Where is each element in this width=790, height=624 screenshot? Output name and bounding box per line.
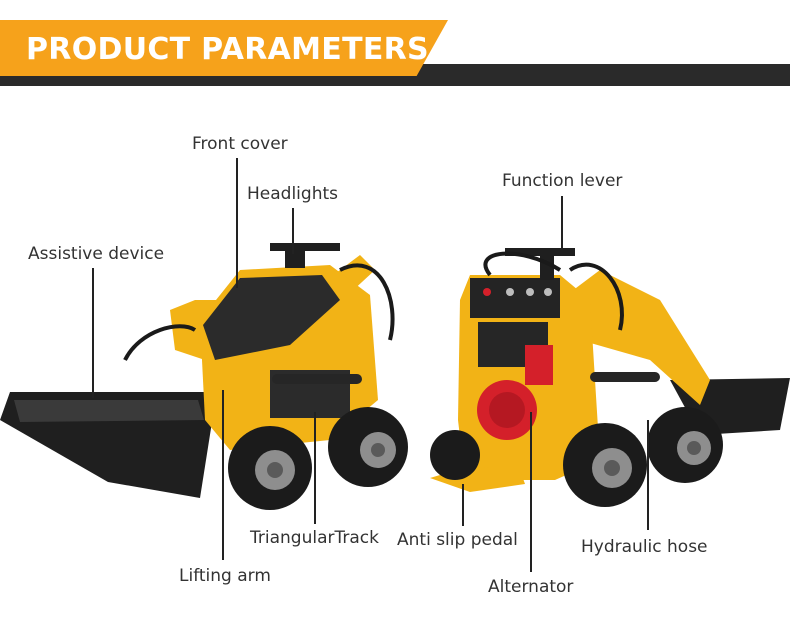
engine-top: [525, 345, 553, 385]
label-alternator: Alternator: [488, 577, 574, 597]
right-cylinder: [590, 372, 660, 382]
label-headlights: Headlights: [247, 184, 338, 204]
leader-headlights: [292, 208, 294, 254]
banner-orange-tab: [0, 20, 448, 76]
wheel-rear-right: [647, 407, 723, 483]
hose-right: [483, 251, 562, 277]
hose-right-2: [568, 262, 624, 331]
wheel-front-left: [228, 426, 312, 510]
label-assistive-device: Assistive device: [28, 244, 165, 264]
leader-lifting-arm: [222, 390, 224, 560]
label-lifting-arm: Lifting arm: [179, 566, 271, 586]
leader-function-lever: [561, 196, 563, 250]
wheel-rear-left: [328, 407, 408, 487]
headlight: [285, 250, 305, 268]
left-mini-loader: [0, 243, 408, 510]
control-panel: [470, 278, 560, 318]
leader-front-cover: [236, 158, 238, 288]
top-rail: [270, 243, 340, 251]
leader-alternator: [530, 412, 532, 572]
hose-left: [339, 263, 395, 341]
label-triangular-track: TriangularTrack: [250, 528, 379, 548]
page-title: PRODUCT PARAMETERS: [26, 32, 429, 67]
lever-rail: [505, 248, 575, 256]
label-anti-slip-pedal: Anti slip pedal: [397, 530, 518, 550]
label-hydraulic-hose: Hydraulic hose: [581, 537, 708, 557]
hose-left-2: [123, 324, 197, 361]
leader-triangular-track: [314, 412, 316, 524]
leader-assistive-device: [92, 268, 94, 398]
leader-anti-slip-pedal: [462, 484, 464, 526]
label-function-lever: Function lever: [502, 171, 623, 191]
right-mini-loader: [430, 248, 790, 507]
right-lifting-arm: [560, 270, 710, 405]
label-front-cover: Front cover: [192, 134, 288, 154]
bucket-inner: [14, 400, 204, 422]
wheel-front-left-small: [430, 430, 480, 480]
leader-hydraulic-hose: [647, 420, 649, 530]
wheel-front-right: [563, 423, 647, 507]
header-banner: PRODUCT PARAMETERS: [0, 0, 790, 90]
arm-cylinder: [272, 374, 362, 384]
front-cover: [203, 275, 340, 360]
